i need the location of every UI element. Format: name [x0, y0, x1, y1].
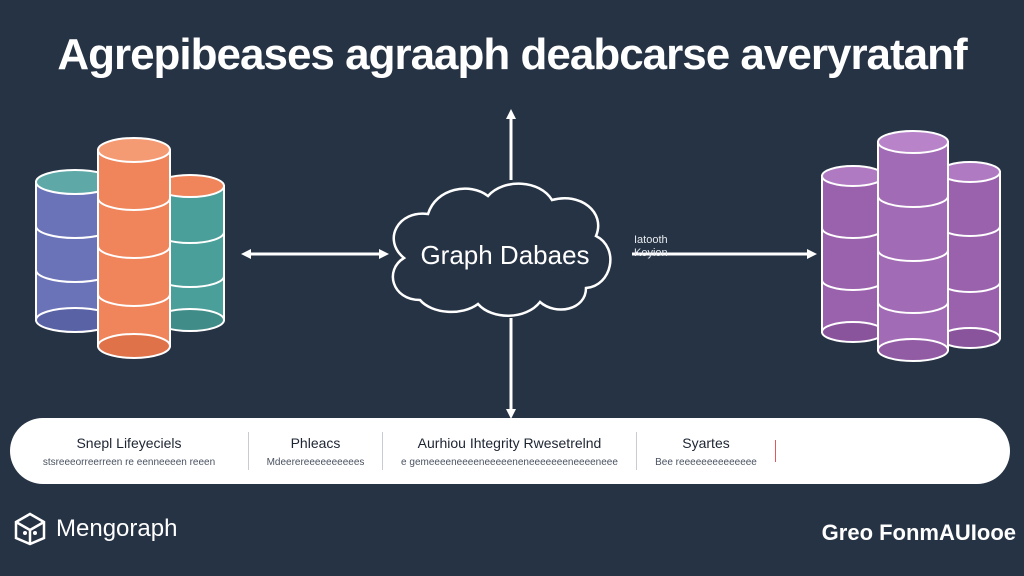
info-section-3: Aurhiou Ihtegrity Rwesetrelnd e gemeeeen… — [383, 418, 636, 484]
info-section-sub: e gemeeeeneeeeneeeeeneneeeeeeeneeeeneee — [401, 456, 618, 468]
db-cylinder-purple-center — [877, 130, 949, 362]
db-cylinder-orange — [97, 137, 171, 359]
info-section-sub: Mdeerereeeeeeeeees — [266, 456, 365, 468]
info-section-label: Phleacs — [290, 434, 341, 451]
info-bar: Snepl Lifeyeciels stsreeeorreerreen re e… — [10, 418, 1010, 484]
divider — [636, 432, 637, 470]
brand-name: Mengoraph — [56, 515, 178, 542]
info-section-sub: stsreeeorreerreen re eenneeeen reeen — [42, 456, 216, 468]
info-section-label: Snepl Lifeyeciels — [76, 434, 182, 451]
brand-left: Mengoraph — [14, 512, 177, 546]
divider — [248, 432, 249, 470]
cube-logo-icon — [14, 512, 46, 546]
divider — [382, 432, 383, 470]
divider-accent — [775, 440, 776, 462]
cloud-label: Graph Dabaes — [420, 240, 590, 270]
connector-note-line-2: Keyion — [634, 247, 668, 259]
info-section-label: Aurhiou Ihtegrity Rwesetrelnd — [417, 434, 602, 451]
cloud-shape — [391, 182, 612, 317]
page-title: Agrepibeases agraaph deabcarse averyrata… — [57, 30, 967, 79]
left-database-cluster — [35, 137, 225, 359]
right-database-cluster — [821, 130, 1001, 362]
info-section-4: Syartes Bee reeeeeeeeeeeeee — [637, 418, 775, 484]
info-section-label: Syartes — [682, 434, 730, 451]
brand-right: Greo FonmAUIooe — [821, 520, 1016, 545]
info-section-sub: Bee reeeeeeeeeeeeee — [655, 456, 757, 468]
info-section-1: Snepl Lifeyeciels stsreeeorreerreen re e… — [10, 418, 248, 484]
connector-note-line-1: Iatooth — [634, 234, 668, 246]
info-section-2: Phleacs Mdeerereeeeeeeeees — [249, 418, 382, 484]
db-cylinder-purple-left — [821, 165, 885, 343]
connector-note: Iatooth Keyion — [634, 234, 704, 260]
